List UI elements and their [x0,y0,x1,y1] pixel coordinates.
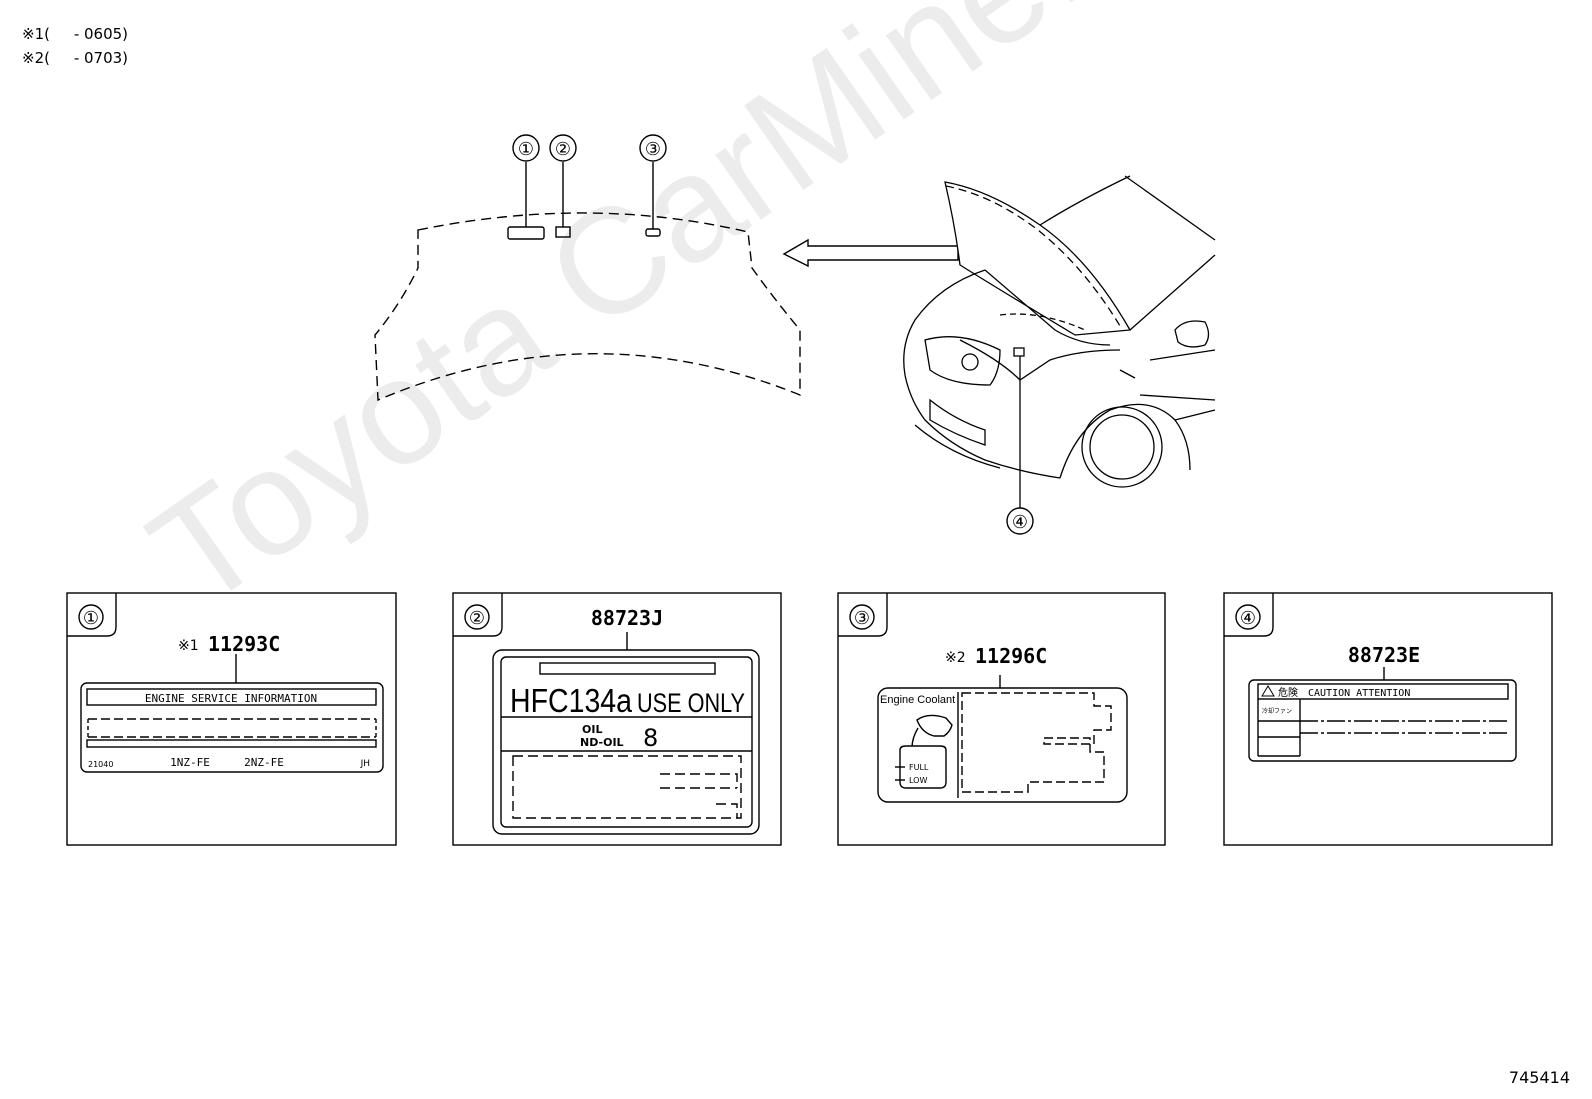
panel-1-part-number: 11293C [208,632,280,656]
panel-3-coolant-title: Engine Coolant [880,694,955,706]
panel-3-part-number: 11296C [975,644,1047,668]
legend-row-1: ※1( - 0605) [22,25,129,43]
panel-1-engine-2: 2NZ-FE [244,756,284,769]
car-illustration [903,175,1216,508]
panel-1-suffix: JH [360,759,370,769]
panel-1-number: ① [83,608,99,629]
legend-row-2: ※2( - 0703) [22,49,129,67]
panel-4-part-number: 88723E [1348,643,1420,667]
panel-4-warning-jp: 危険 [1278,687,1298,699]
figure-id: 745414 [1508,1068,1570,1087]
callout-group-top [512,134,667,162]
panel-1-footnote-mark: ※1 [178,638,199,654]
panel-2-oil-grade: 8 [643,724,658,752]
panel-2-oil-line2: ND-OIL [580,736,624,749]
footnote-legend: ※1( - 0605) ※2( - 0703) [22,22,128,70]
panel-3-low: LOW [909,776,927,785]
panel-3-full: FULL [909,763,929,772]
panel-4 [1223,592,1553,846]
callout-3: ③ [645,139,661,160]
panel-3-footnote-mark: ※2 [945,650,966,666]
label-2-location [555,226,571,238]
callout-2: ② [555,139,571,160]
hood-outline [374,162,801,402]
panel-4-number: ④ [1240,608,1256,629]
label-1-location [507,226,545,240]
label-4-location [1013,347,1025,357]
callout-1: ① [518,139,534,160]
panel-3-number: ③ [854,608,870,629]
panel-2-oil-line1: OIL [582,723,602,736]
panel-4-warning-en: CAUTION ATTENTION [1308,688,1410,699]
callout-4: ④ [1012,512,1028,533]
direction-arrow [782,238,959,268]
panel-1-code: 21040 [88,760,113,769]
label-3-location [645,228,661,237]
panel-3 [837,592,1166,846]
panel-2-refrigerant: HFC134a [510,682,633,719]
panel-1 [66,592,397,846]
panel-1-label-title: ENGINE SERVICE INFORMATION [145,692,317,705]
panel-4-fan-jp: 冷却ファン [1262,707,1292,715]
panel-2-use-only: USE ONLY [637,688,745,718]
panel-2-part-number: 88723J [591,606,663,630]
callout-4-circle [1006,507,1034,535]
panel-2-number: ② [469,608,485,629]
panel-2 [452,592,782,846]
panel-1-engine-1: 1NZ-FE [170,756,210,769]
